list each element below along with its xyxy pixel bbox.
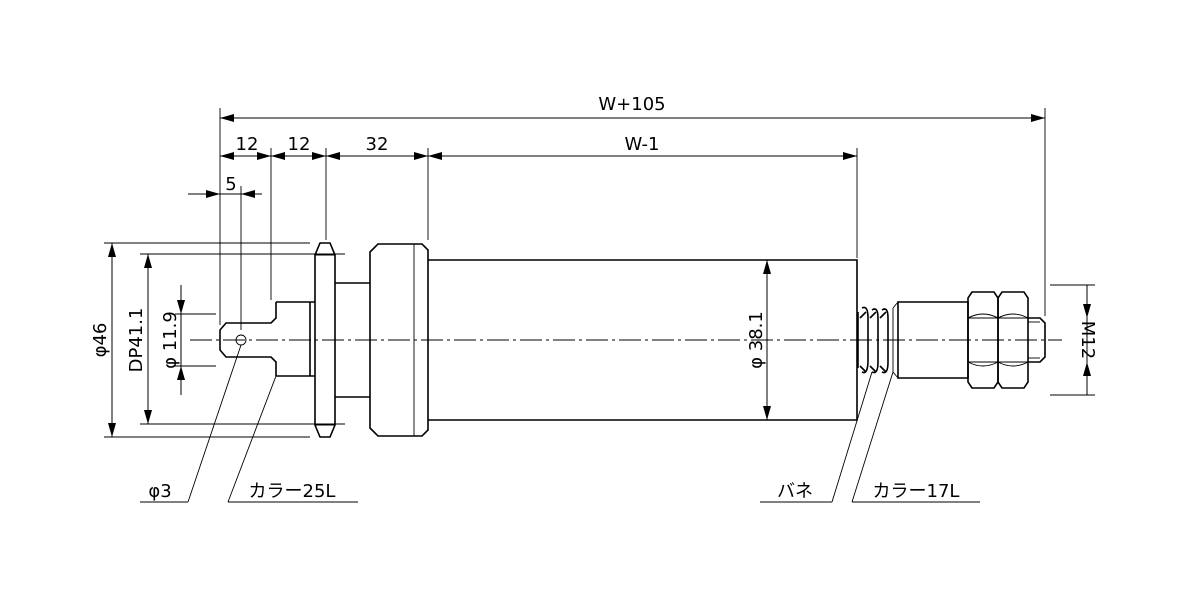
dim-thread-label: M12	[1077, 321, 1098, 359]
main-body	[428, 259, 858, 421]
flange-neck	[309, 301, 315, 377]
collar-17l-chamfer	[892, 301, 899, 379]
dim-flange-dia-label: φ46	[90, 323, 111, 358]
dim-chain: 12 12 32 W-1	[220, 134, 857, 160]
callout-collar-25l-label: カラー25L	[249, 481, 336, 502]
callout-hole: φ3	[140, 344, 242, 503]
dim-flange-dia: φ46	[90, 243, 116, 437]
dim-overall-label: W+105	[598, 94, 665, 115]
callout-collar-17l-label: カラー17L	[873, 481, 960, 502]
flange	[314, 242, 336, 438]
callout-spring-label: バネ	[777, 481, 813, 502]
callout-collar-25l: カラー25L	[227, 375, 358, 503]
head	[369, 243, 429, 437]
part-outline	[190, 242, 1062, 438]
callout-collar-17l: カラー17L	[851, 371, 980, 503]
dim-tip-dia-label: φ 11.9	[160, 311, 181, 369]
dim-tip-dia: φ 11.9	[160, 285, 185, 395]
collar-25l	[276, 301, 310, 377]
dim-tip-label: 5	[225, 174, 236, 195]
hex-nut-left	[967, 291, 999, 389]
dim-body-dia-label: φ 38.1	[746, 311, 767, 369]
dim-seg3-label: 32	[366, 134, 389, 155]
dim-body-label: W-1	[624, 134, 659, 155]
dim-tip: 5	[188, 174, 262, 198]
dim-seg2-label: 12	[288, 134, 311, 155]
callout-hole-label: φ3	[148, 481, 171, 502]
callout-spring: バネ	[760, 371, 873, 503]
dim-dp: DP41.1	[126, 254, 152, 424]
dim-seg1-label: 12	[236, 134, 259, 155]
dim-body-dia: φ 38.1	[746, 260, 771, 420]
spring	[857, 306, 889, 374]
dim-overall: W+105	[220, 94, 1045, 122]
dim-dp-label: DP41.1	[126, 308, 147, 373]
extension-lines	[104, 108, 1095, 438]
hex-nut-right	[997, 291, 1029, 389]
tip-pin	[219, 302, 277, 376]
dim-thread: M12	[1077, 285, 1098, 395]
shaft-short	[335, 282, 370, 398]
thread-end	[1028, 317, 1046, 363]
